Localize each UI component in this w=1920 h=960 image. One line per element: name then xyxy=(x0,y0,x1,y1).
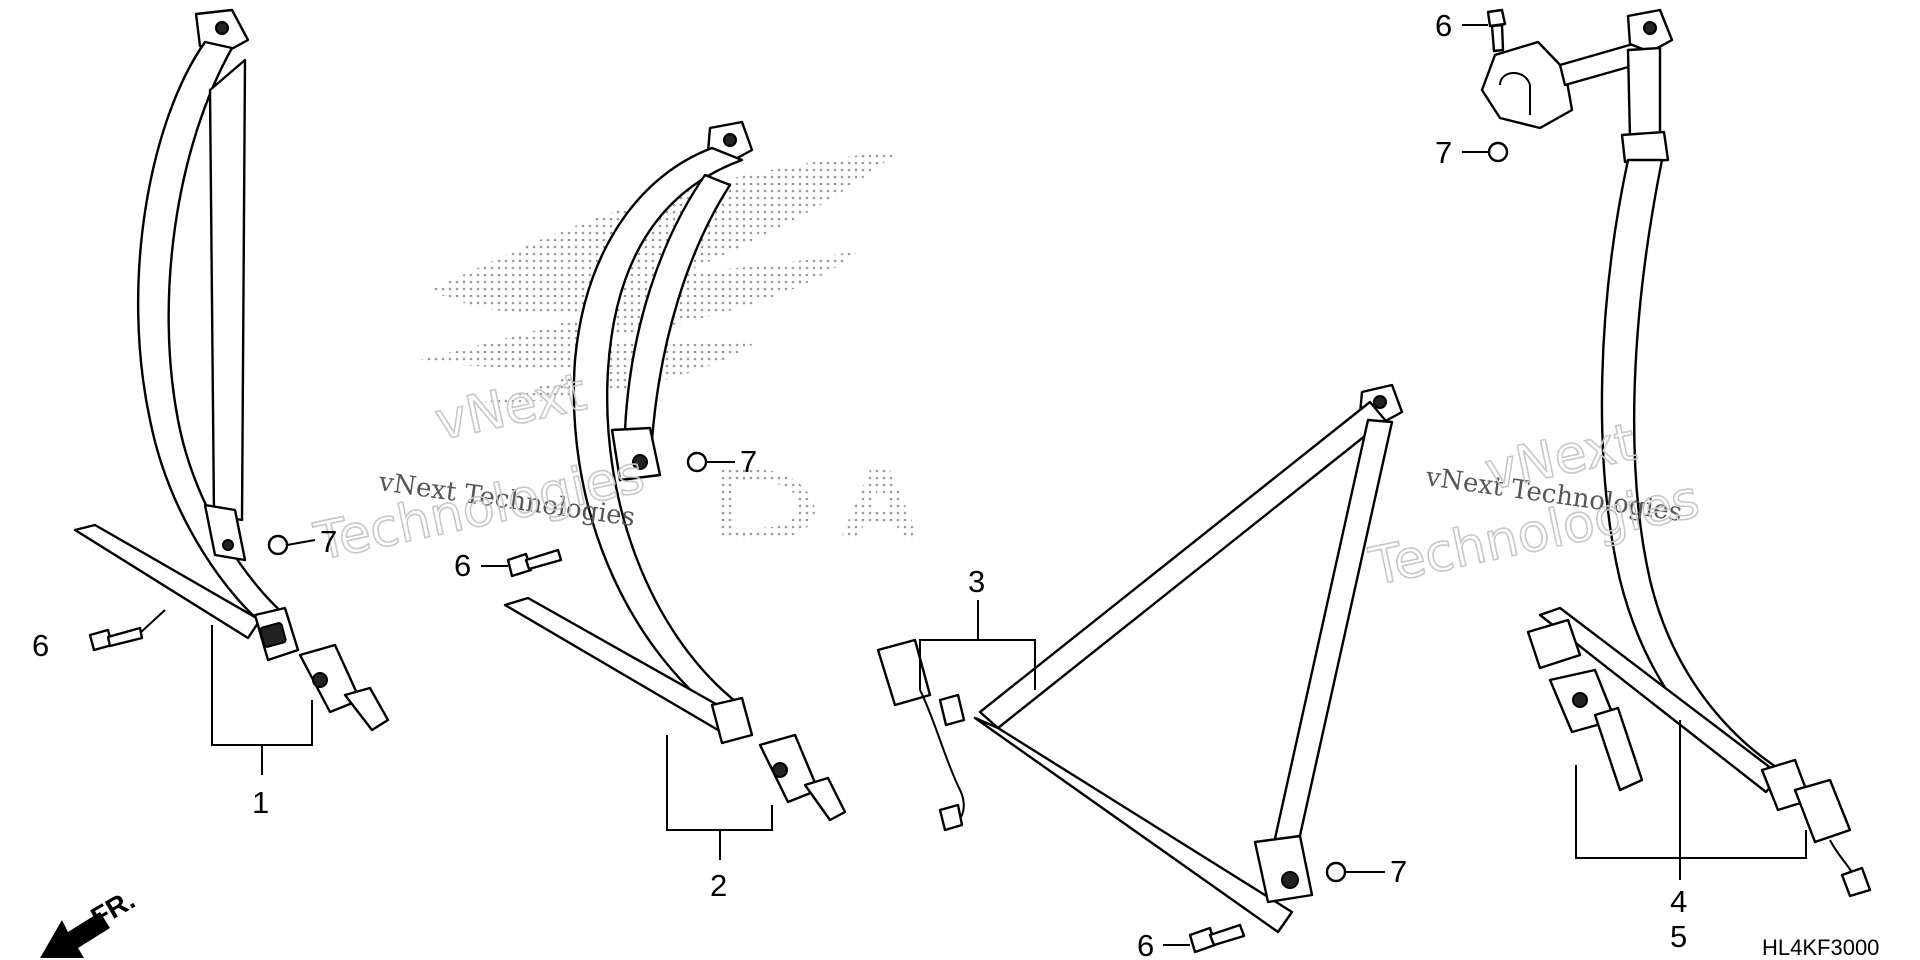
callout-6a: 6 xyxy=(32,628,49,663)
bolt-6c xyxy=(1163,923,1246,954)
bolt-6a xyxy=(88,609,166,652)
seat-belt-assembly-1 xyxy=(73,8,390,775)
callout-1: 1 xyxy=(252,785,269,820)
callout-4: 4 xyxy=(1670,884,1687,919)
seat-belt-assembly-3 xyxy=(876,383,1404,934)
front-direction-arrow-icon: FR. xyxy=(40,884,140,958)
callout-5: 5 xyxy=(1670,919,1687,954)
callout-7b: 7 xyxy=(740,444,757,479)
callout-6b: 6 xyxy=(454,548,471,583)
watermark-big-line2-left: Technologies xyxy=(309,445,649,573)
callout-6d: 6 xyxy=(1435,8,1452,43)
callout-7c: 7 xyxy=(1390,854,1407,889)
nut-7a xyxy=(267,534,316,556)
watermark-right: vNext Technologies vNext Technologies xyxy=(1363,412,1705,599)
seat-belt-assembly-2 xyxy=(503,120,847,860)
callout-7d: 7 xyxy=(1435,135,1452,170)
callout-6c: 6 xyxy=(1137,928,1154,960)
callout-2: 2 xyxy=(710,868,727,903)
callout-3: 3 xyxy=(968,564,985,599)
seat-belt-assembly-4-5 xyxy=(1480,8,1872,898)
nut-7c xyxy=(1325,861,1385,883)
bolt-6d xyxy=(1462,8,1507,53)
diagram-code: HL4KF3000 xyxy=(1762,935,1879,960)
bolt-6b xyxy=(481,548,563,578)
callout-7a: 7 xyxy=(320,524,337,559)
nut-7d xyxy=(1462,141,1509,163)
nut-7b xyxy=(686,451,735,473)
watermark-big-line1-left: vNext xyxy=(430,362,591,452)
